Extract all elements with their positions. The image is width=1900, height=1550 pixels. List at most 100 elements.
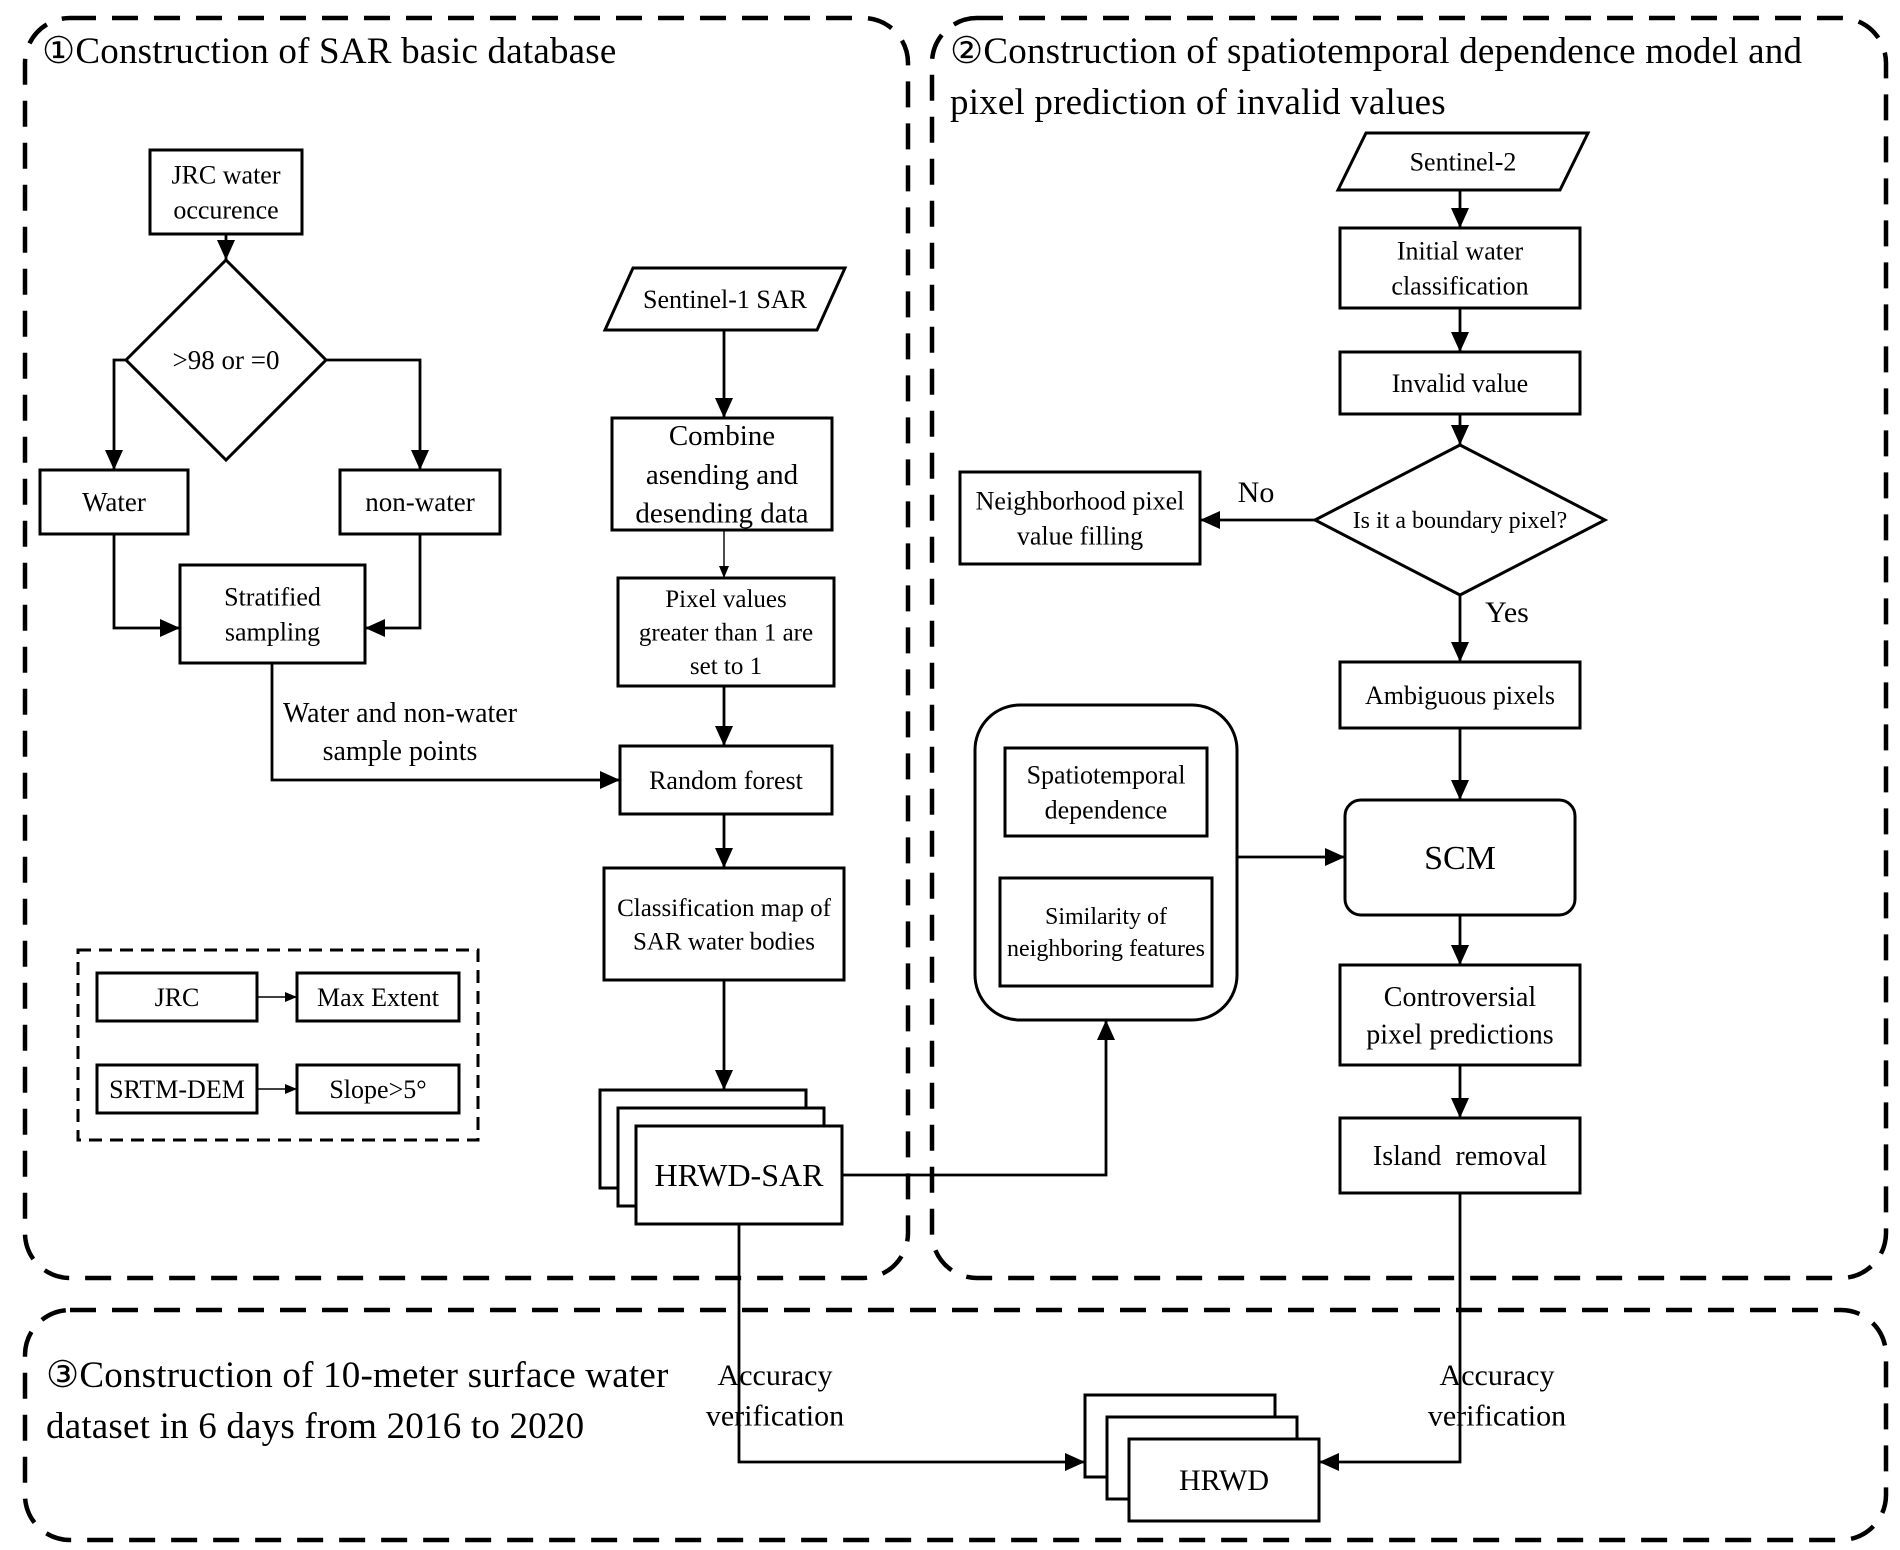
island-removal-box	[1338, 1116, 1582, 1195]
pixel-values-box-text: set to 1	[690, 653, 762, 680]
invalid-value-box-text: Invalid value	[1392, 369, 1528, 398]
sentinel-1-parallelogram-shape	[602, 266, 848, 332]
jrc-water-occurrence-box	[148, 148, 304, 236]
legend-slope-box-text: Slope>5°	[329, 1075, 426, 1104]
legend-srtm-dem-box-text: SRTM-DEM	[109, 1075, 245, 1104]
edge-island-to-hrwd	[1319, 1193, 1462, 1464]
invalid-value-box-shape	[1338, 350, 1582, 416]
initial-water-classification-box-shape	[1338, 226, 1582, 310]
hrwd-sar-stack-layer-2	[634, 1124, 844, 1226]
stratified-sampling-box	[178, 563, 367, 665]
jrc-water-occurrence-box-shape	[148, 148, 304, 236]
edge-diamond-to-nonwater	[326, 358, 422, 470]
combine-data-box-text: asending and	[646, 459, 799, 491]
legend-slope-box-shape	[295, 1063, 461, 1115]
island-removal-box-shape	[1338, 1116, 1582, 1195]
edge-boundary-no-to-neighborhood-arrowhead	[1200, 511, 1220, 529]
boundary-pixel-diamond-shape	[1311, 443, 1609, 597]
initial-water-classification-box-text: classification	[1391, 271, 1528, 300]
neighborhood-filling-box	[958, 470, 1202, 566]
combine-data-box	[610, 416, 834, 532]
classification-map-box-shape	[602, 866, 846, 982]
accuracy-verification-right-label-text: verification	[1428, 1400, 1566, 1433]
pixel-values-box-text: Pixel values	[665, 586, 787, 613]
jrc-water-occurrence-box-text: JRC water	[171, 160, 280, 189]
water-box-shape	[38, 468, 190, 536]
legend-dashed-box	[76, 948, 480, 1142]
jrc-water-occurrence-box-text: occurence	[173, 195, 278, 224]
occurrence-decision-diamond-shape	[123, 257, 329, 463]
legend-slope-box	[295, 1063, 461, 1115]
similarity-features-box-text: Similarity of	[1045, 904, 1167, 930]
edge-water-to-stratified-arrowhead	[160, 619, 180, 637]
pixel-values-box-text: greater than 1 are	[639, 620, 813, 647]
island-removal-box-text: Island removal	[1373, 1141, 1547, 1172]
sentinel-1-parallelogram	[602, 266, 848, 332]
similarity-features-box	[998, 876, 1214, 988]
legend-jrc-box-shape	[95, 971, 259, 1023]
legend-max-extent-box-text: Max Extent	[317, 983, 440, 1012]
panel-3-border	[22, 1307, 1889, 1543]
edge-nonwater-to-stratified-arrowhead	[365, 619, 385, 637]
neighborhood-filling-box-shape	[958, 470, 1202, 566]
combine-data-box-text: Combine	[669, 420, 775, 452]
edge-water-to-stratified	[112, 534, 180, 630]
hrwd-sar-stack-text: HRWD-SAR	[655, 1157, 825, 1193]
hrwd-stack-text: HRWD	[1179, 1464, 1269, 1497]
sample-points-label-text: Water and non-water	[283, 698, 518, 729]
ambiguous-pixels-box	[1338, 660, 1582, 730]
scm-box-shape	[1343, 798, 1577, 917]
edge-ambiguous-to-scm-arrowhead	[1451, 780, 1469, 800]
sentinel-2-parallelogram-text: Sentinel-2	[1410, 147, 1517, 176]
neighborhood-filling-box-text: Neighborhood pixel	[976, 486, 1185, 515]
random-forest-box-shape	[618, 744, 834, 816]
edge-hrwdsar-to-container	[842, 1020, 1108, 1177]
edge-diamond-to-water	[112, 358, 126, 470]
scm-box	[1343, 798, 1577, 917]
yes-label-text: Yes	[1485, 596, 1529, 629]
spatiotemporal-dependence-box-text: Spatiotemporal	[1027, 760, 1186, 789]
no-label: No	[1238, 476, 1275, 509]
edge-hrwdsar-to-hrwd-arrowhead	[1065, 1453, 1085, 1471]
edge-hrwdsar-to-container-arrowhead	[1097, 1020, 1115, 1040]
scm-box-text: SCM	[1424, 840, 1496, 877]
legend-jrc-box-text: JRC	[155, 983, 200, 1012]
invalid-value-box	[1338, 350, 1582, 416]
water-box	[38, 468, 190, 536]
hrwd-sar-stack	[598, 1088, 844, 1226]
ambiguous-pixels-box-shape	[1338, 660, 1582, 730]
edge-scm-to-controversial-arrowhead	[1451, 945, 1469, 965]
edge-sentinel2-to-initial-arrowhead	[1451, 208, 1469, 228]
panel-2-border	[929, 15, 1889, 1281]
random-forest-box-text: Random forest	[649, 766, 804, 795]
controversial-predictions-box-text: pixel predictions	[1366, 1019, 1553, 1050]
non-water-box	[338, 468, 502, 536]
edge-controversial-to-island-arrowhead	[1451, 1098, 1469, 1118]
spatiotemporal-dependence-box	[1003, 746, 1209, 838]
non-water-box-text: non-water	[365, 487, 474, 517]
sentinel-2-parallelogram-shape	[1335, 131, 1591, 192]
edge-diamond-to-water-arrowhead	[105, 450, 123, 470]
edge-diamond-to-nonwater-arrowhead	[411, 450, 429, 470]
edge-jrc-to-diamond-arrowhead	[217, 240, 235, 260]
accuracy-verification-left-label-text: Accuracy	[718, 1359, 833, 1392]
edge-combine-to-pixel-arrowhead	[719, 566, 729, 578]
classification-map-box-text: Classification map of	[617, 895, 832, 922]
hrwd-stack-layer-2	[1127, 1437, 1321, 1523]
edge-island-to-hrwd-arrowhead	[1319, 1453, 1339, 1471]
edge-sentinel1-to-combine-arrowhead	[715, 398, 733, 418]
stratified-sampling-box-shape	[178, 563, 367, 665]
pixel-values-box-shape	[616, 576, 836, 688]
sentinel-2-parallelogram	[1335, 131, 1591, 192]
occurrence-decision-diamond-text: >98 or =0	[173, 345, 280, 375]
spatiotemporal-dependence-box-text: dependence	[1045, 795, 1168, 824]
combine-data-box-shape	[610, 416, 834, 532]
legend-srtm-dem-box-shape	[95, 1063, 259, 1115]
edge-legend-jrc-to-max-extent-arrowhead	[285, 992, 297, 1002]
pixel-values-box	[616, 576, 836, 688]
neighborhood-filling-box-text: value filling	[1017, 521, 1143, 550]
